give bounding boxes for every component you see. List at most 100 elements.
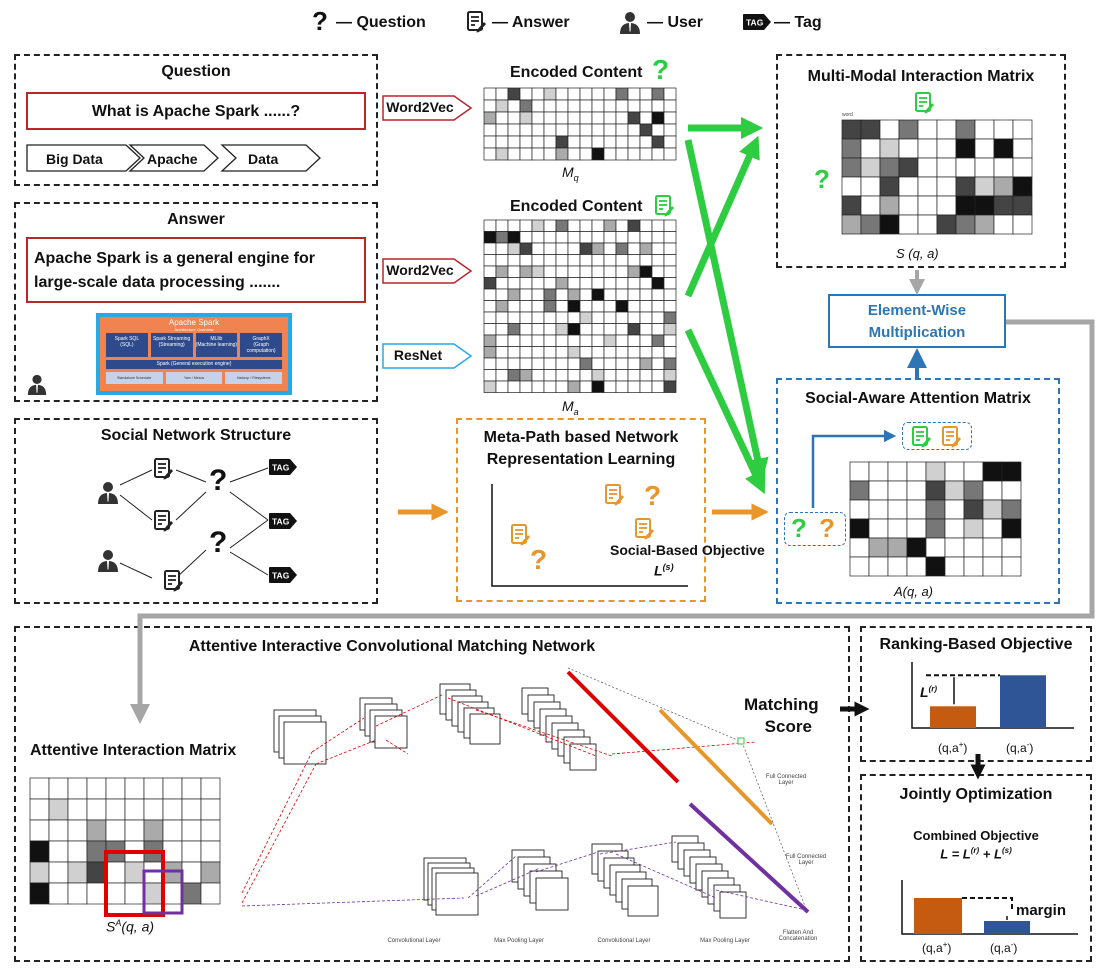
matrix-cell	[639, 87, 653, 101]
matrix-cell	[627, 147, 641, 161]
matrix-cell	[627, 135, 641, 149]
matrix-cell	[639, 242, 653, 255]
matrix-cell	[974, 119, 995, 140]
answer-user-icon	[26, 372, 48, 396]
joint-x2-label: (q,a-)	[990, 940, 1018, 955]
matrix-cell	[483, 231, 497, 244]
margin-label: margin	[1016, 902, 1067, 919]
matrix-cell	[663, 346, 677, 359]
combined-formula: L = L(r) + L(s)	[940, 846, 1012, 862]
matrix-cell	[483, 357, 497, 370]
aicmn-panel: Attentive Interactive Convolutional Matc…	[14, 626, 850, 962]
matrix-cell	[627, 300, 641, 313]
matrix-cell	[944, 499, 965, 520]
matrix-cell	[955, 138, 976, 159]
matrix-cell	[483, 99, 497, 113]
matrix-cell	[567, 380, 581, 393]
green-arrow-ma-to-s	[684, 135, 760, 298]
conv-window-red	[104, 850, 165, 917]
matrix-cell	[879, 195, 900, 216]
matrix-cell	[651, 369, 665, 382]
meta-path-question-icon-1: ?	[530, 544, 548, 575]
matrix-cell	[603, 231, 617, 244]
matrix-cell	[615, 111, 629, 125]
matrix-cell	[1012, 157, 1033, 178]
matrix-cell	[555, 323, 569, 336]
matrix-cell	[917, 157, 938, 178]
question-tags	[26, 144, 321, 172]
matrix-cell	[495, 111, 509, 125]
matrix-cell	[1001, 537, 1022, 558]
matrix-cell	[507, 265, 521, 278]
matrix-cell	[651, 254, 665, 267]
matrix-cell	[519, 231, 533, 244]
matrix-cell	[603, 380, 617, 393]
matrix-cell	[531, 369, 545, 382]
matrix-cell	[483, 265, 497, 278]
matrix-cell	[555, 231, 569, 244]
tag-shape-2	[128, 144, 219, 172]
feature-map-stack	[627, 885, 659, 917]
matrix-cell	[507, 111, 521, 125]
matrix-cell	[531, 265, 545, 278]
matrix-cell	[483, 123, 497, 137]
matrix-cell	[531, 254, 545, 267]
matrix-cell	[615, 288, 629, 301]
matrix-cell	[925, 480, 946, 501]
question-panel: Question What is Apache Spark ......? Bi…	[14, 54, 378, 186]
legend-question-label: — Question	[336, 14, 426, 31]
matrix-cell	[543, 334, 557, 347]
spark-title: Apache Spark	[168, 318, 220, 327]
matrix-cell	[615, 242, 629, 255]
matrix-cell	[1012, 119, 1033, 140]
spark-bottom-3: Hadoop / Filesystems	[225, 372, 283, 384]
matrix-cell	[483, 346, 497, 359]
matrix-cell	[663, 231, 677, 244]
matrix-cell	[898, 214, 919, 235]
matrix-cell	[531, 87, 545, 101]
matrix-cell	[519, 369, 533, 382]
matrix-cell	[651, 334, 665, 347]
matrix-cell	[555, 242, 569, 255]
matrix-cell	[555, 219, 569, 232]
matrix-cell	[555, 357, 569, 370]
matrix-cell	[543, 288, 557, 301]
matrix-cell	[591, 380, 605, 393]
matrix-cell	[898, 176, 919, 197]
feature-map-stack	[435, 872, 479, 916]
matrix-cell	[483, 135, 497, 149]
matrix-cell	[507, 135, 521, 149]
matrix-cell	[917, 214, 938, 235]
matrix-cell	[507, 288, 521, 301]
matrix-cell	[495, 231, 509, 244]
matrix-cell	[519, 288, 533, 301]
matrix-cell	[519, 277, 533, 290]
matrix-cell	[495, 323, 509, 336]
matrix-cell	[507, 380, 521, 393]
matrix-cell	[579, 242, 593, 255]
matrix-cell	[579, 334, 593, 347]
matrix-cell	[543, 277, 557, 290]
matrix-cell	[860, 214, 881, 235]
matrix-cell	[639, 323, 653, 336]
layer-label-pool-2: Max Pooling Layer	[700, 938, 750, 944]
matrix-cell	[963, 461, 984, 482]
matrix-cell	[603, 277, 617, 290]
matrix-cell	[955, 119, 976, 140]
matrix-cell	[555, 99, 569, 113]
matrix-cell	[651, 265, 665, 278]
matrix-cell	[615, 87, 629, 101]
matrix-cell	[555, 369, 569, 382]
matrix-cell	[868, 499, 889, 520]
matrix-cell	[651, 111, 665, 125]
matrix-cell	[1001, 518, 1022, 539]
matrix-cell	[1001, 556, 1022, 577]
matrix-cell	[531, 99, 545, 113]
meta-path-answer-icon-1	[510, 524, 530, 546]
sam-question-icons-box: ? ?	[784, 512, 846, 546]
spark-architecture-image: Apache Spark Architecture Overview Spark…	[96, 313, 292, 395]
matrix-cell	[531, 380, 545, 393]
matrix-cell	[615, 357, 629, 370]
matrix-cell	[591, 265, 605, 278]
matrix-cell	[615, 265, 629, 278]
